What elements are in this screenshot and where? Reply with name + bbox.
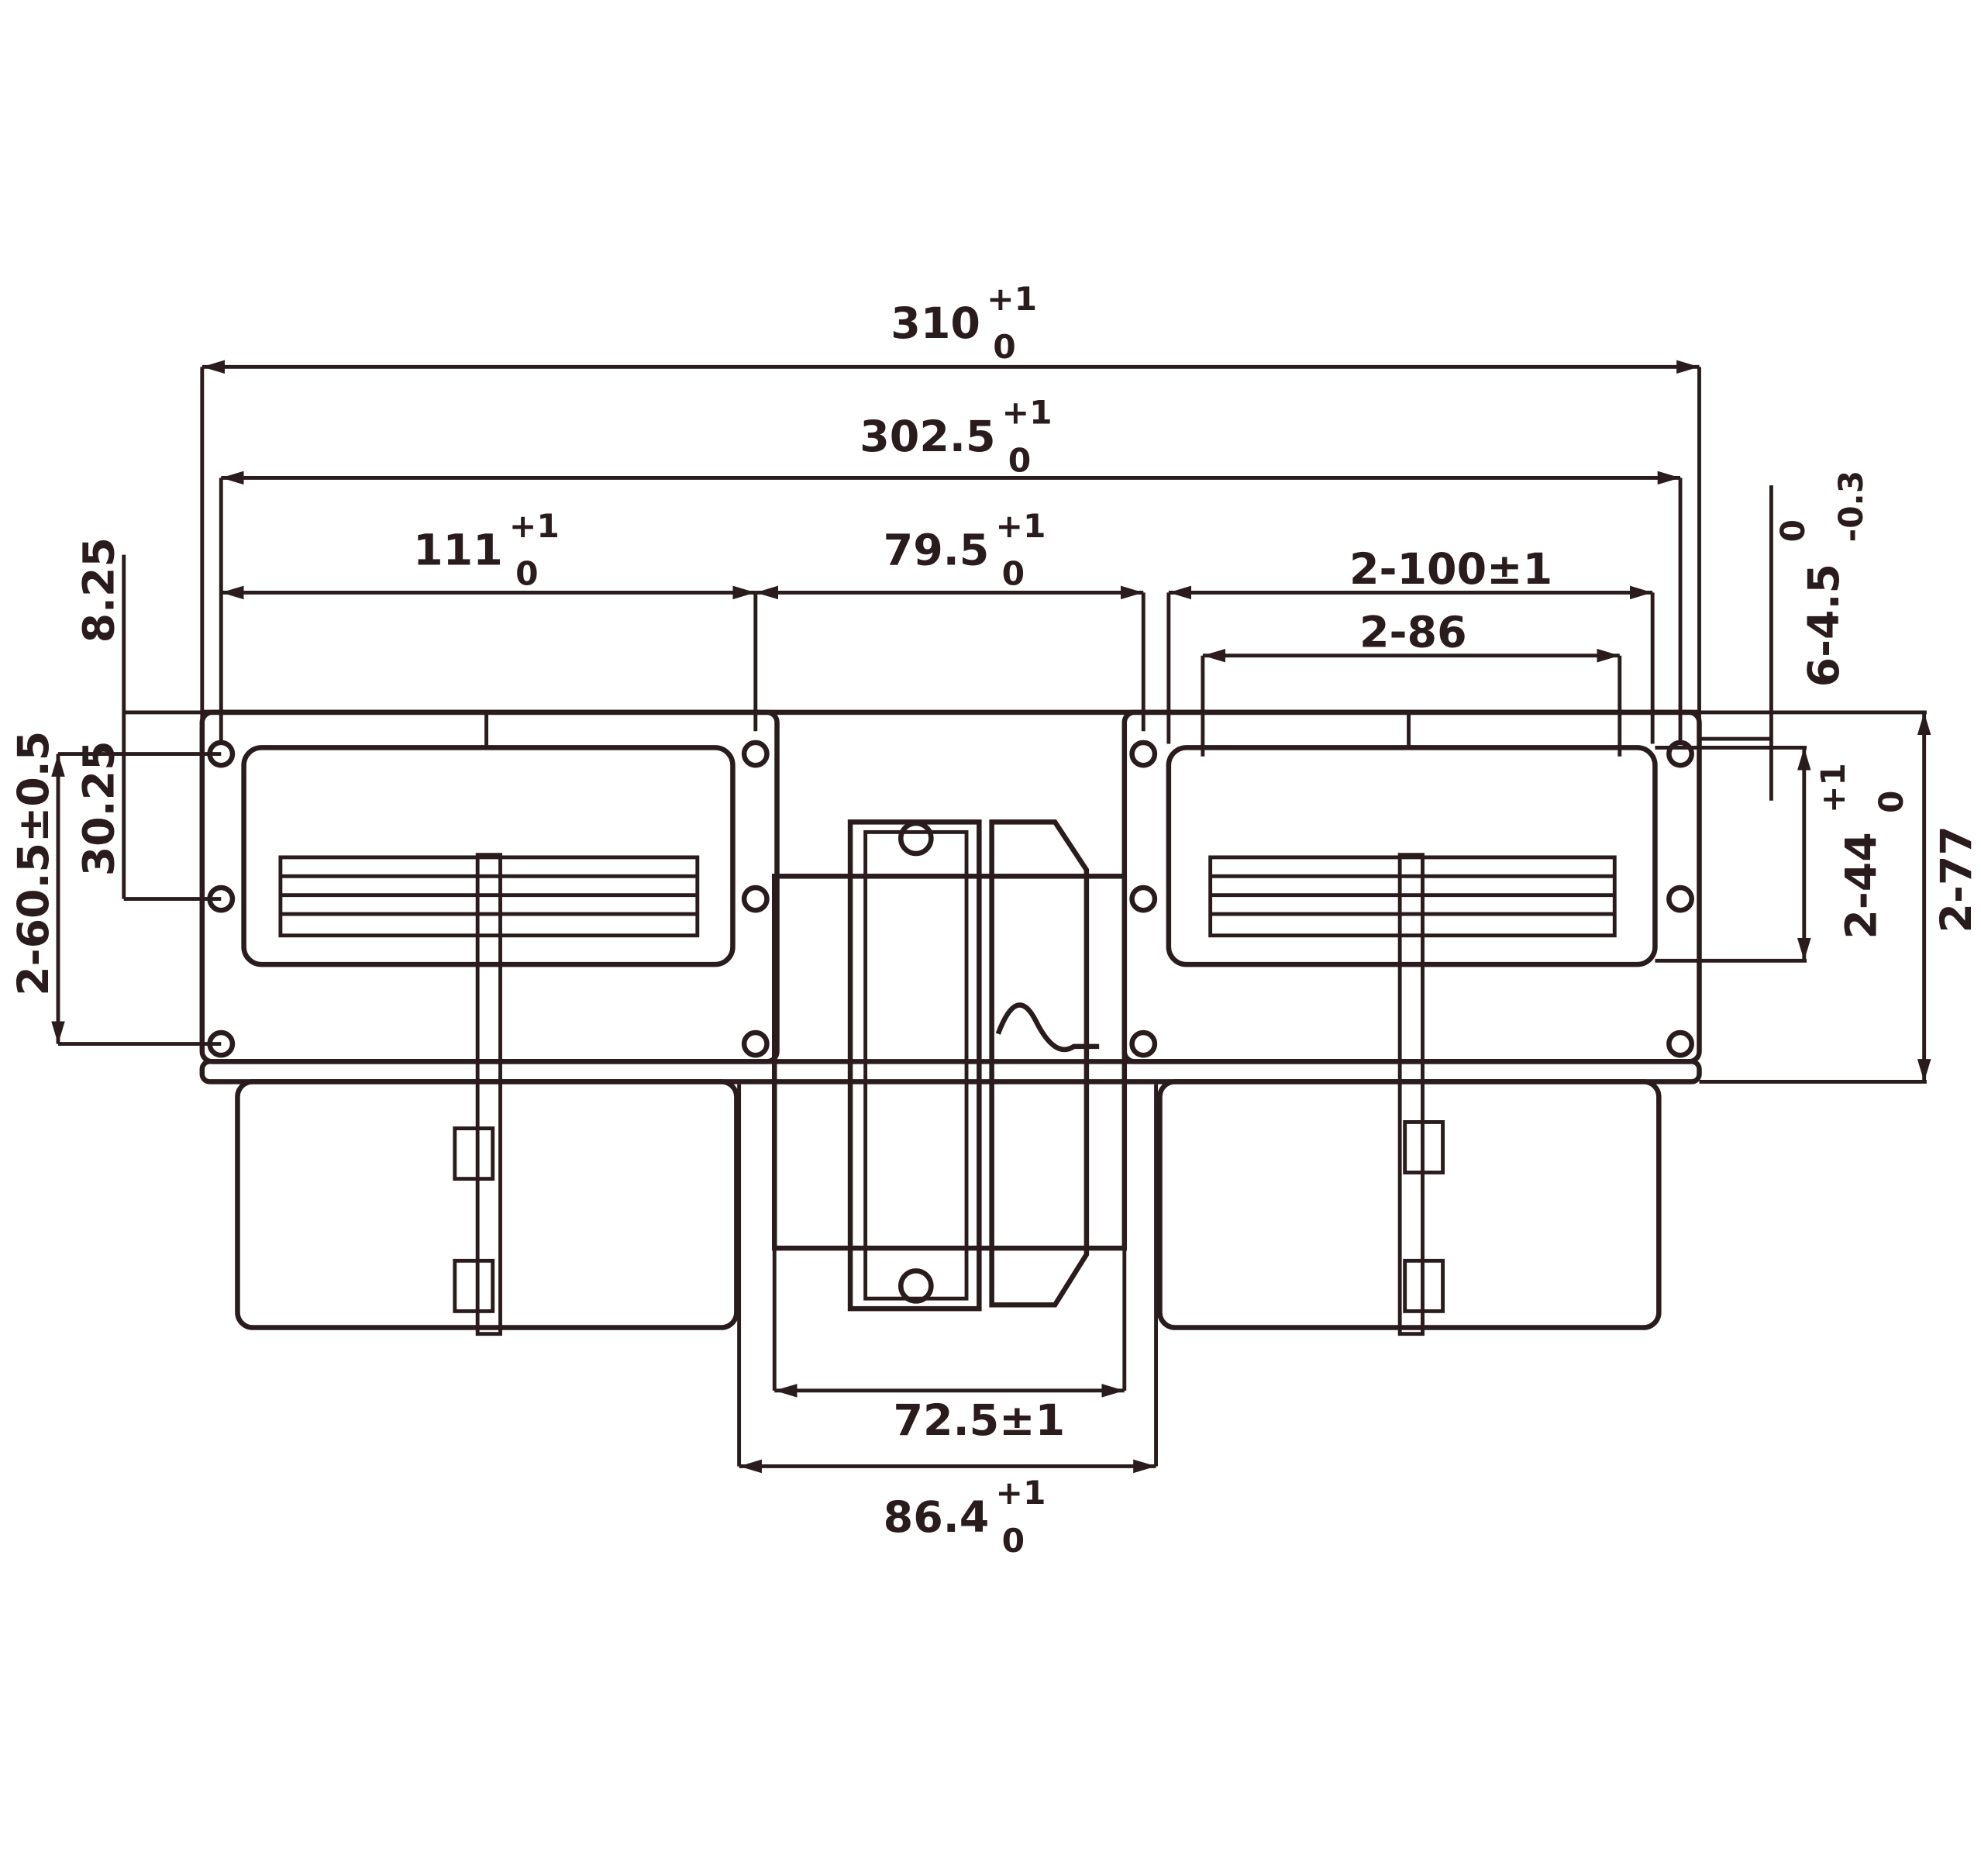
dim-2-77: 2-77 xyxy=(1932,826,1981,933)
tol-lower: 0 xyxy=(515,555,538,593)
dim-86-4: 86.4 xyxy=(884,1493,990,1543)
left-housing xyxy=(235,1079,739,1330)
dim-79-5: 79.5 xyxy=(884,526,990,576)
tol-lower: 0 xyxy=(993,328,1015,366)
tol-upper: +1 xyxy=(1002,393,1053,431)
left-outlet xyxy=(241,745,736,967)
dim-2-44: 2-44 xyxy=(1838,832,1887,939)
tol-lower: 0 xyxy=(1002,555,1025,593)
dim-111: 111 xyxy=(413,526,503,576)
tol-upper: +1 xyxy=(509,507,560,545)
tol-upper: +1 xyxy=(987,280,1037,318)
tol-upper: +1 xyxy=(1814,763,1852,813)
tol-lower: 0 xyxy=(1002,1522,1025,1560)
dim-302-5: 302.5 xyxy=(860,412,995,462)
dim-2-100: 2-100±1 xyxy=(1349,545,1552,595)
tol-lower: -0.3 xyxy=(1832,471,1870,542)
tol-upper: +1 xyxy=(996,507,1046,545)
dimension-labels: 310 +1 0 302.5 +1 0 111 +1 0 79.5 +1 0 2… xyxy=(9,280,1981,1560)
left-flange xyxy=(199,709,780,1064)
tol-lower: 0 xyxy=(1872,791,1910,813)
tol-upper: 0 xyxy=(1774,519,1812,542)
impeller-grills xyxy=(278,853,1617,1336)
mounting-holes xyxy=(207,740,1694,1058)
dim-2-60-5: 2-60.5±0.5 xyxy=(9,731,59,996)
right-housing xyxy=(1157,1079,1662,1330)
dimension-lines xyxy=(51,360,1931,1474)
blower-body xyxy=(199,709,1702,1336)
motor xyxy=(771,819,1128,1312)
dim-30-25: 30.25 xyxy=(75,740,125,876)
right-outlet xyxy=(1166,745,1658,967)
dim-310: 310 xyxy=(891,299,980,349)
dim-6-4-5: 6-4.5 xyxy=(1800,564,1849,687)
dim-8-25: 8.25 xyxy=(75,537,125,643)
tol-lower: 0 xyxy=(1008,441,1031,479)
dim-2-86: 2-86 xyxy=(1359,608,1467,657)
tol-upper: +1 xyxy=(996,1474,1046,1512)
dim-72-5: 72.5±1 xyxy=(893,1396,1065,1446)
